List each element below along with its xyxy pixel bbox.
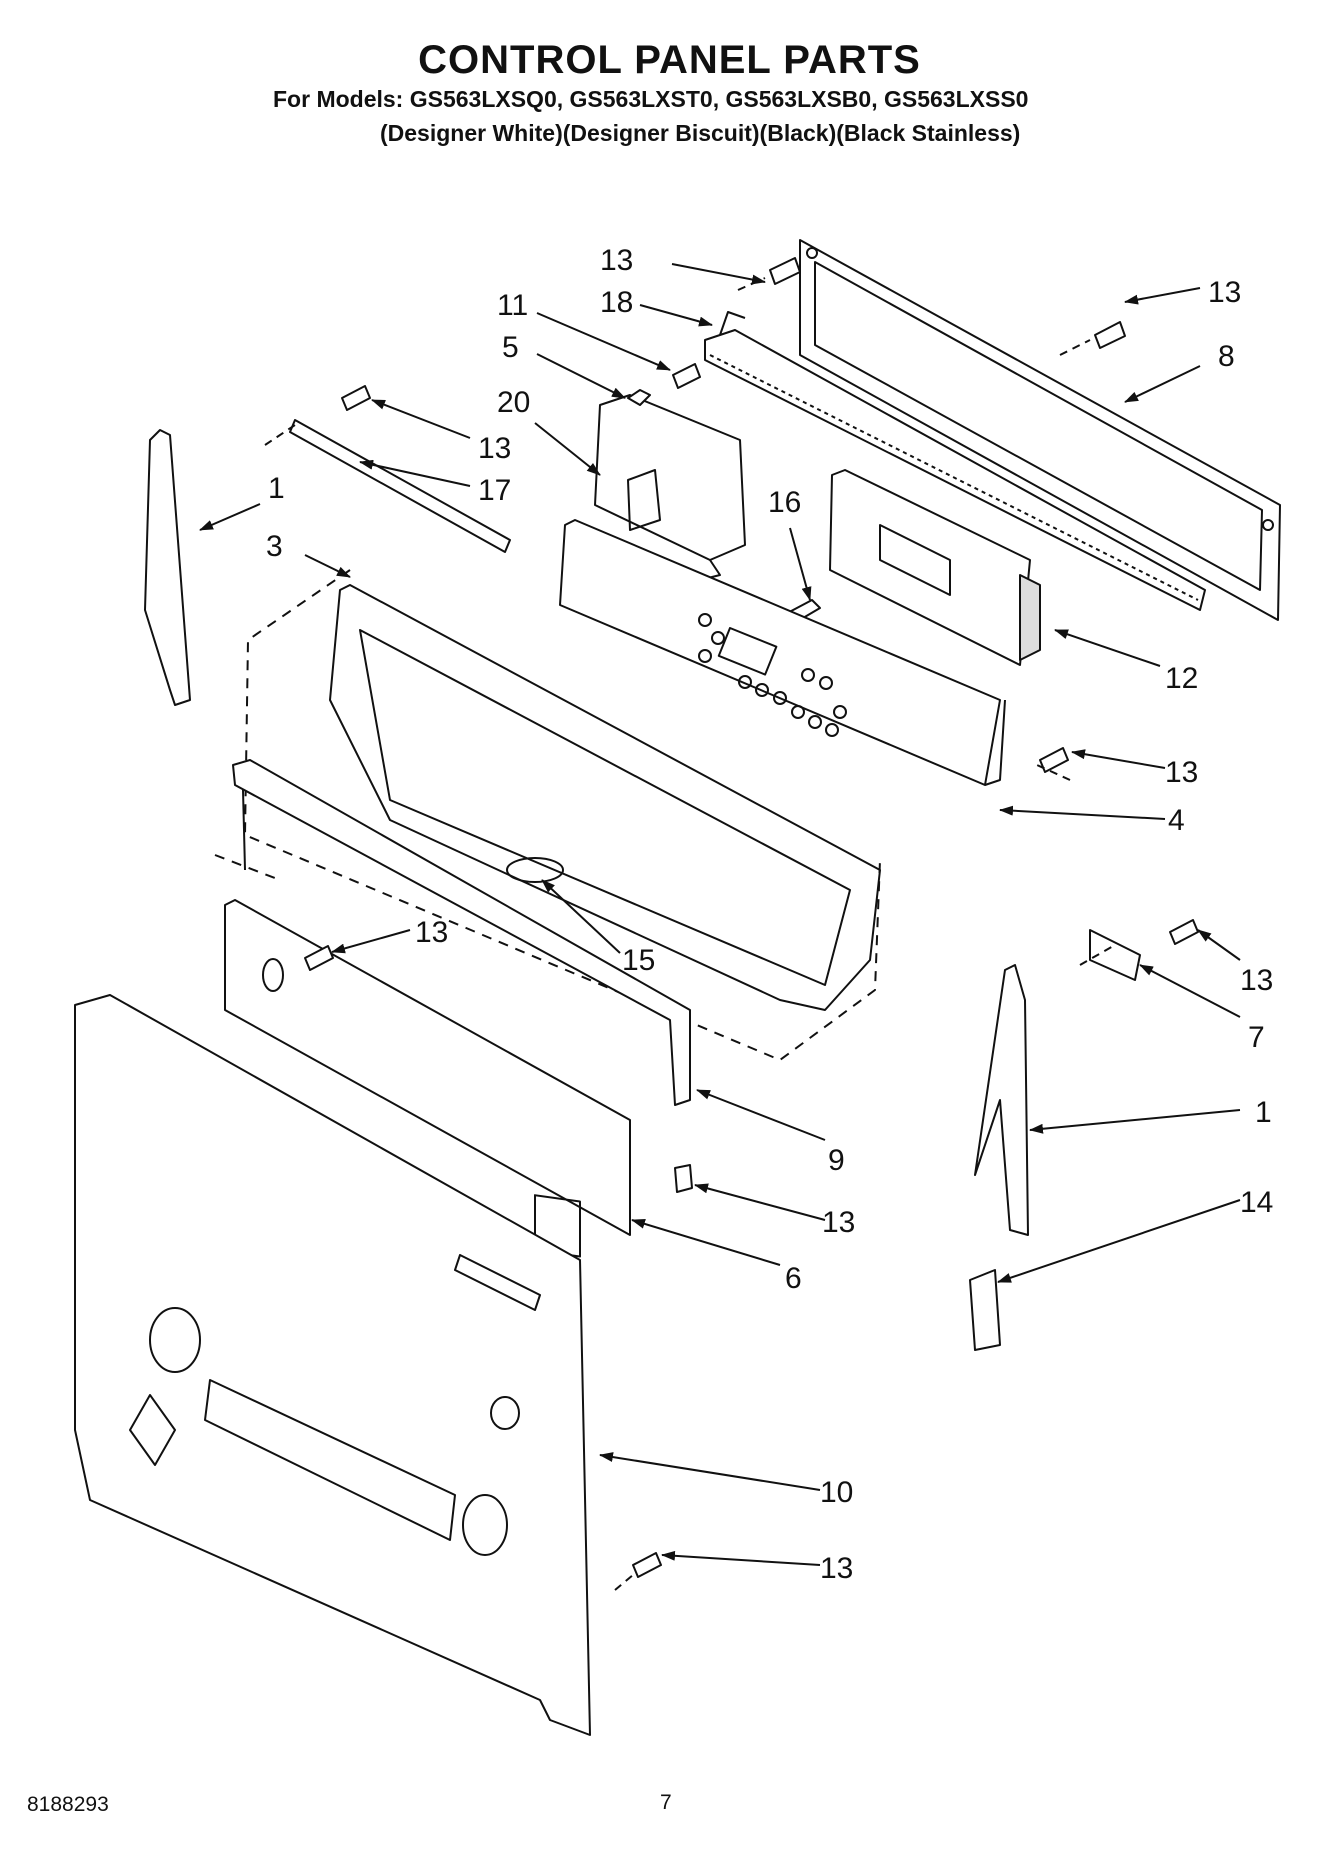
- part-4-control-panel: [559, 519, 1006, 786]
- callout-18: 18: [600, 286, 633, 319]
- page-title: CONTROL PANEL PARTS: [418, 38, 921, 82]
- callout-6: 6: [785, 1262, 802, 1295]
- part-17-strip: [289, 419, 511, 553]
- part-3-trim: [329, 584, 881, 1011]
- part-5-mount: [627, 389, 651, 406]
- callout-labels: 13 18 11 5 20 13 17 1 3 16 8 13 12 13 4 …: [266, 244, 1273, 1585]
- callout-12: 12: [1165, 662, 1198, 695]
- callout-5: 5: [502, 331, 519, 364]
- colors-line: (Designer White)(Designer Biscuit)(Black…: [380, 120, 1021, 146]
- callout-14: 14: [1240, 1186, 1273, 1219]
- callout-13-top: 13: [600, 244, 633, 277]
- callout-13-lower: 13: [822, 1206, 855, 1239]
- part-9-crossbar: [232, 759, 691, 1106]
- part-20-bracket: [594, 394, 746, 581]
- callout-3: 3: [266, 530, 283, 563]
- document-number: 8188293: [27, 1793, 109, 1816]
- part-12-display-board: [829, 469, 1041, 666]
- page-number: 7: [660, 1791, 672, 1814]
- callout-4: 4: [1168, 804, 1185, 837]
- callout-13-bottom: 13: [820, 1552, 853, 1585]
- part-1-left-bracket: [144, 429, 191, 706]
- models-line: For Models: GS563LXSQ0, GS563LXST0, GS56…: [273, 86, 1029, 112]
- callout-1-left: 1: [268, 472, 285, 505]
- callout-13-mid-right: 13: [1165, 756, 1198, 789]
- callout-7: 7: [1248, 1021, 1265, 1054]
- callout-20: 20: [497, 386, 530, 419]
- part-14-clip: [969, 1269, 1001, 1351]
- callout-16: 16: [768, 486, 801, 519]
- screws: [304, 257, 1199, 1578]
- callout-13-mid-left: 13: [415, 916, 448, 949]
- callout-8: 8: [1218, 340, 1235, 373]
- callout-1-right: 1: [1255, 1096, 1272, 1129]
- part-1-right-bracket: [974, 964, 1029, 1236]
- callout-15: 15: [622, 944, 655, 977]
- part-7-clip: [1089, 929, 1141, 981]
- part-9-dashed-guide: [214, 854, 281, 881]
- part-10-back-panel: [74, 994, 591, 1736]
- callout-10: 10: [820, 1476, 853, 1509]
- callout-9: 9: [828, 1144, 845, 1177]
- part-8-rear-panel: [799, 239, 1281, 621]
- callout-13-right-top: 13: [1208, 276, 1241, 309]
- callout-17: 17: [478, 474, 511, 507]
- callout-11: 11: [497, 289, 528, 322]
- part-18-bracket: [704, 311, 1206, 611]
- callout-13-right-mid: 13: [1240, 964, 1273, 997]
- callout-13-left: 13: [478, 432, 511, 465]
